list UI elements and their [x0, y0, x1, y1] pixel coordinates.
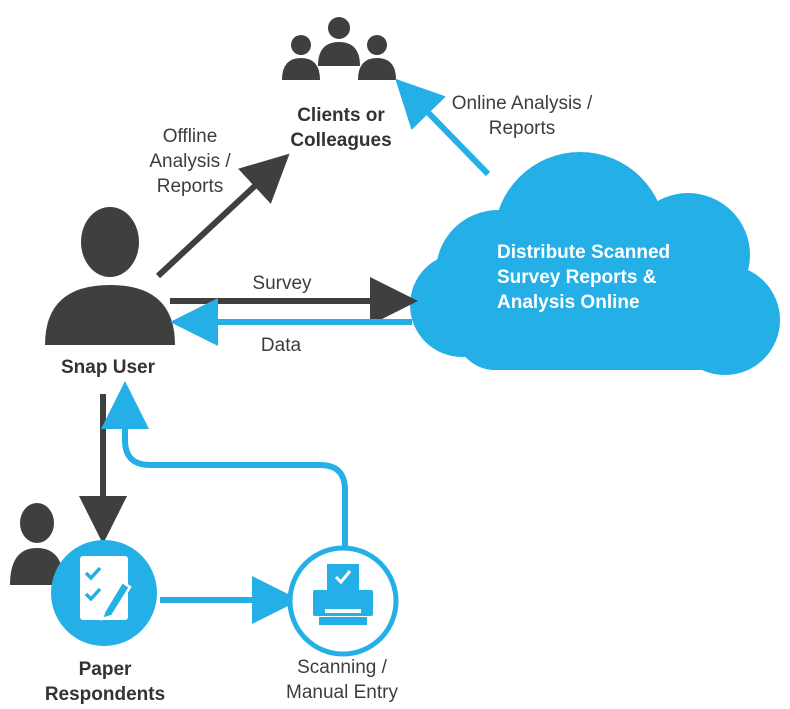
data-label: Data: [261, 335, 302, 356]
offline-label-line1: Offline: [163, 126, 218, 147]
scanning-label-line1: Scanning /: [297, 657, 388, 678]
survey-label: Survey: [252, 273, 312, 294]
paper-label-line2: Respondents: [45, 684, 165, 705]
clients-label-line1: Clients or: [297, 105, 385, 126]
paper-label-line1: Paper: [79, 659, 132, 680]
respondent-icon: [10, 503, 64, 585]
cloud-label-line2: Survey Reports &: [497, 267, 657, 288]
cloud-label-line1: Distribute Scanned: [497, 242, 670, 263]
online-arrow: [395, 78, 491, 177]
cloud-label-line3: Analysis Online: [497, 292, 640, 313]
snap-user-label: Snap User: [61, 357, 156, 378]
clients-label-line2: Colleagues: [290, 130, 391, 151]
scanner-icon: [287, 545, 399, 657]
offline-label-line2: Analysis /: [149, 151, 231, 172]
online-label-line1: Online Analysis /: [452, 93, 593, 114]
user-icon: [45, 207, 175, 345]
checklist-pencil-icon: [51, 540, 157, 646]
return-data-arrow: [101, 381, 348, 548]
scanning-label-line2: Manual Entry: [286, 682, 398, 703]
group-icon: [282, 17, 396, 80]
offline-label-line3: Reports: [157, 176, 224, 197]
cloud-icon: [410, 152, 780, 375]
offline-arrow: [155, 153, 290, 279]
online-label-line2: Reports: [489, 118, 556, 139]
